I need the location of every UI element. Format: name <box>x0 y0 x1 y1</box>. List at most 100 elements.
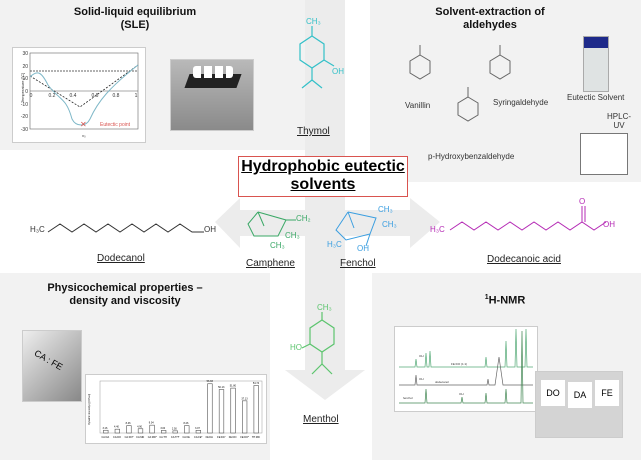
bar-value-label: 54.74 <box>253 382 260 385</box>
sle-title: Solid-liquid equilibrium(SLE) <box>40 6 230 32</box>
center-title-box: Hydrophobic eutectic solvents <box>238 156 408 197</box>
sle-xtick: 0.6 <box>92 93 99 99</box>
bar-value-label: 9.04 <box>149 422 154 425</box>
vial-label-do: DO <box>541 380 565 406</box>
category-label: CA:DA <box>101 436 109 439</box>
category-label: FE:DO* <box>240 436 249 439</box>
fenchol-ch3a: CH₃ <box>378 205 393 214</box>
bar <box>114 428 120 434</box>
bar-value-label: 8.46 <box>126 422 131 425</box>
menthol-ho: HO <box>290 343 302 352</box>
bar-value-label: 3.16 <box>102 427 107 430</box>
dodecanol-label: Dodecanol <box>97 253 145 264</box>
chart-ylabel: Dynamic viscosity η [mPa·s] <box>88 393 91 425</box>
bar <box>103 429 109 434</box>
category-label: CA:DO <box>113 436 121 439</box>
category-label: CA:FE <box>182 436 190 439</box>
bar <box>242 400 248 434</box>
hplc-label-line1: HPLC- <box>607 112 632 121</box>
sle-ytick: 20 <box>22 64 28 70</box>
nmr-traces: OH FE:DO (1:1) OH dodecanol fenchol OH <box>399 328 533 404</box>
category-label: FE:DA* <box>217 436 225 439</box>
acid-oh: OH <box>603 220 615 229</box>
camphene-label: Camphene <box>246 258 295 269</box>
bar-value-label: 56.83 <box>207 380 214 383</box>
menthol-ch3: CH₃ <box>317 303 332 312</box>
menthol-structure <box>301 312 335 375</box>
thymol-ch3: CH₃ <box>306 17 321 26</box>
bar <box>126 425 132 434</box>
dodecanol-structure <box>47 223 204 233</box>
fenchol-ch3b: CH₃ <box>382 220 397 229</box>
vanillin-label: Vanillin <box>405 101 431 110</box>
bar-value-label: 51.80 <box>230 385 237 388</box>
bar <box>161 430 167 434</box>
eutectic-point-marker: ✕ <box>80 120 87 129</box>
bar <box>172 430 178 434</box>
dodecanoic-acid-structure <box>449 206 607 231</box>
sle-xtick: 0.2 <box>49 93 56 99</box>
bar-value-label: 2.50 <box>172 427 177 430</box>
acid-h3c: H₃C <box>430 225 445 234</box>
center-title: Hydrophobic eutectic solvents <box>241 158 405 193</box>
dodecanol-oh: OH <box>204 225 216 234</box>
bar <box>230 387 236 434</box>
vial-text: CA : FE <box>32 347 65 373</box>
bar <box>149 424 155 434</box>
sle-ytick: -30 <box>21 127 28 133</box>
camphene-ch3b: CH₃ <box>270 241 285 250</box>
hplc-label-line2: UV <box>613 121 625 130</box>
bar-value-label: 37.13 <box>241 397 248 400</box>
menthol-label: Menthol <box>303 414 339 425</box>
fenchol-structure <box>335 211 377 247</box>
fenchol-label: Fenchol <box>340 258 376 269</box>
extraction-title-line1: Solvent-extraction of <box>435 6 545 18</box>
bar <box>195 430 201 434</box>
aldehyde-structures <box>409 45 511 122</box>
category-label: CA:TH <box>159 436 167 439</box>
bar <box>184 425 190 434</box>
dodecanol-h3c: H₃C <box>30 225 45 234</box>
nmr-label-fenchol: fenchol <box>403 396 413 400</box>
nmr-title-text: H-NMR <box>488 294 526 307</box>
nmr-title-sup: 1 <box>484 294 489 301</box>
hplc-instrument-icon <box>580 133 628 175</box>
category-label: CA:FE* <box>194 436 202 439</box>
vials-photo: DO DA FE <box>535 371 623 438</box>
category-label: CA:MD* <box>148 436 157 439</box>
bar <box>137 428 144 434</box>
sle-xtick: 0 <box>30 93 33 99</box>
bar-value-label: 4.90 <box>137 425 142 428</box>
thymol-structure: CH₃ OH <box>299 17 344 89</box>
vial-photo: CA : FE <box>22 330 82 402</box>
sle-ylabel: Temperature [°C] <box>20 73 25 103</box>
sle-plot <box>12 47 146 143</box>
category-label: CA:TH* <box>171 436 180 439</box>
eutectic-solvent-label: Eutectic Solvent <box>567 93 625 102</box>
syringaldehyde-label: Syringaldehyde <box>493 98 549 107</box>
extraction-title-line2: aldehydes <box>463 19 517 31</box>
category-label: FE:DA <box>206 436 214 439</box>
fenchol-h3c: H₃C <box>327 240 342 249</box>
nmr-label-oh-3: OH <box>459 392 464 396</box>
sle-xtick: 0.8 <box>113 93 120 99</box>
nmr-title: 1H-NMR <box>470 291 540 308</box>
eutectic-solvent-bottle <box>583 36 609 92</box>
category-label: CA:MD <box>136 436 144 439</box>
sle-xtick: 1 <box>135 93 138 99</box>
sle-title-line1: Solid-liquid equilibrium <box>73 6 197 18</box>
vial-label-da: DA <box>568 382 592 408</box>
sle-xtick: 0.4 <box>70 93 77 99</box>
category-label: TH:MD <box>252 436 260 439</box>
sle-ytick: 30 <box>22 51 28 57</box>
sle-xlabel: x₀ <box>82 133 86 138</box>
physchem-title-line2: density and viscosity <box>69 295 181 307</box>
camphene-structure <box>247 211 296 237</box>
eutectic-point-label: Eutectic point <box>100 122 131 128</box>
camphene-ch2: CH₂ <box>296 214 311 223</box>
bar-value-label: 50.13 <box>218 386 225 389</box>
sle-apparatus-photo <box>170 59 254 131</box>
bar-value-label: 3.07 <box>195 427 200 430</box>
nmr-label-mix: FE:DO (1:1) <box>451 362 467 366</box>
